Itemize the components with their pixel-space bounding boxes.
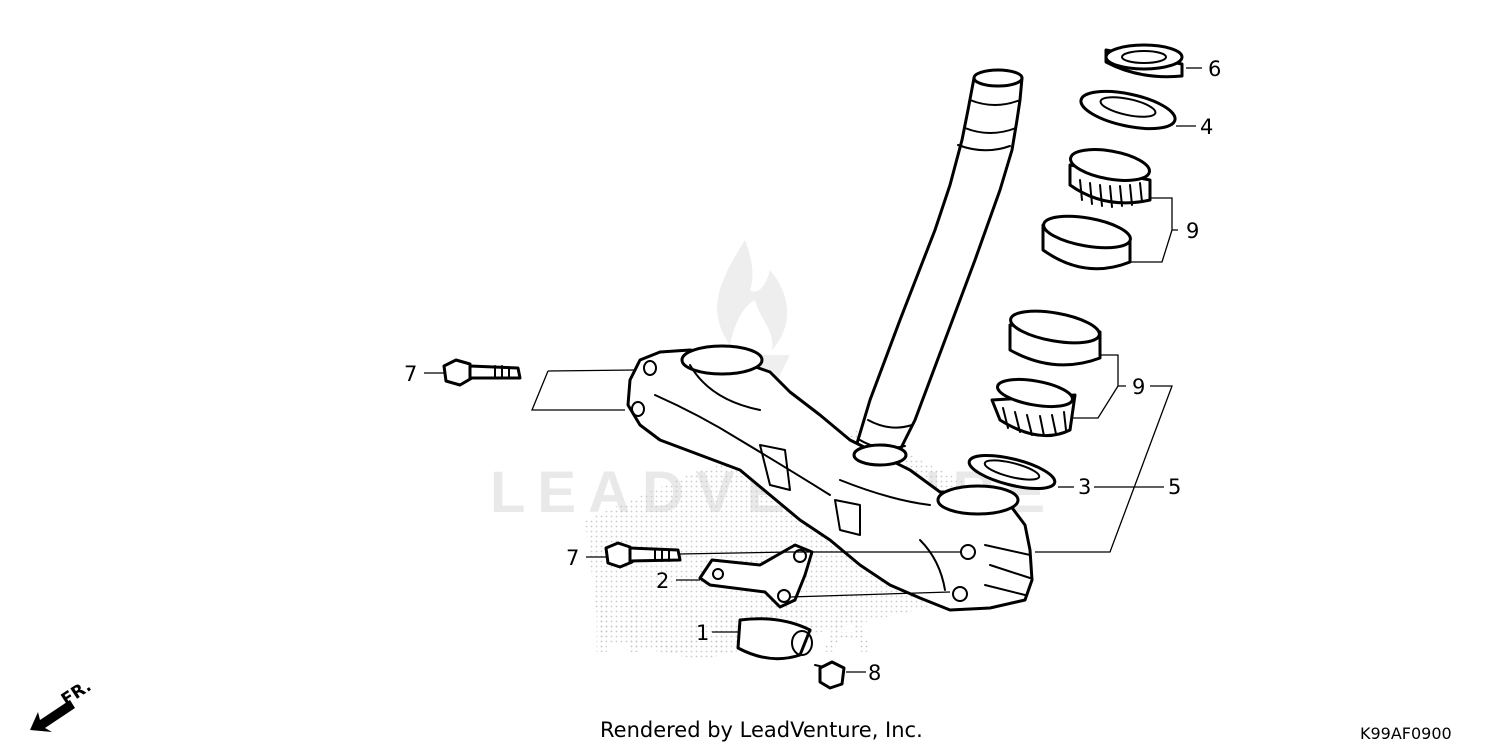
cable-clamp <box>736 617 813 661</box>
callout-3: 3 <box>1078 475 1091 499</box>
callout-9-upper: 9 <box>1186 219 1199 243</box>
callout-5: 5 <box>1168 475 1181 499</box>
callout-1: 1 <box>696 621 709 645</box>
lower-bolt <box>604 541 682 569</box>
callout-8: 8 <box>868 661 881 685</box>
upper-bolt <box>442 358 522 387</box>
steering-stem-clamp <box>626 344 1034 612</box>
front-direction-indicator: FR. <box>30 676 95 732</box>
leader-lines <box>424 67 1202 673</box>
diagram-code: K99AF0900 <box>1360 724 1452 743</box>
watermark-flame-icon <box>717 240 788 350</box>
rendered-by-credit: Rendered by LeadVenture, Inc. <box>600 718 923 742</box>
callouts: 6 4 9 9 3 5 7 7 2 1 8 <box>404 57 1221 685</box>
callout-4: 4 <box>1200 115 1213 139</box>
callout-7-lower: 7 <box>566 546 579 570</box>
lower-dust-seal <box>967 453 1057 491</box>
upper-bearing <box>1041 148 1152 271</box>
dust-seal <box>1079 89 1177 131</box>
small-bolt <box>814 660 846 690</box>
stay-plate <box>698 543 814 609</box>
front-arrow-icon <box>30 700 75 732</box>
callout-9-lower: 9 <box>1132 375 1145 399</box>
lower-bearing <box>990 309 1102 438</box>
callout-2: 2 <box>656 569 669 593</box>
stem-nut <box>1104 43 1184 79</box>
callout-7-upper: 7 <box>404 362 417 386</box>
callout-6: 6 <box>1208 57 1221 81</box>
watermark-logo: HONDA <box>592 589 879 667</box>
steering-stem-shaft <box>853 68 1024 462</box>
